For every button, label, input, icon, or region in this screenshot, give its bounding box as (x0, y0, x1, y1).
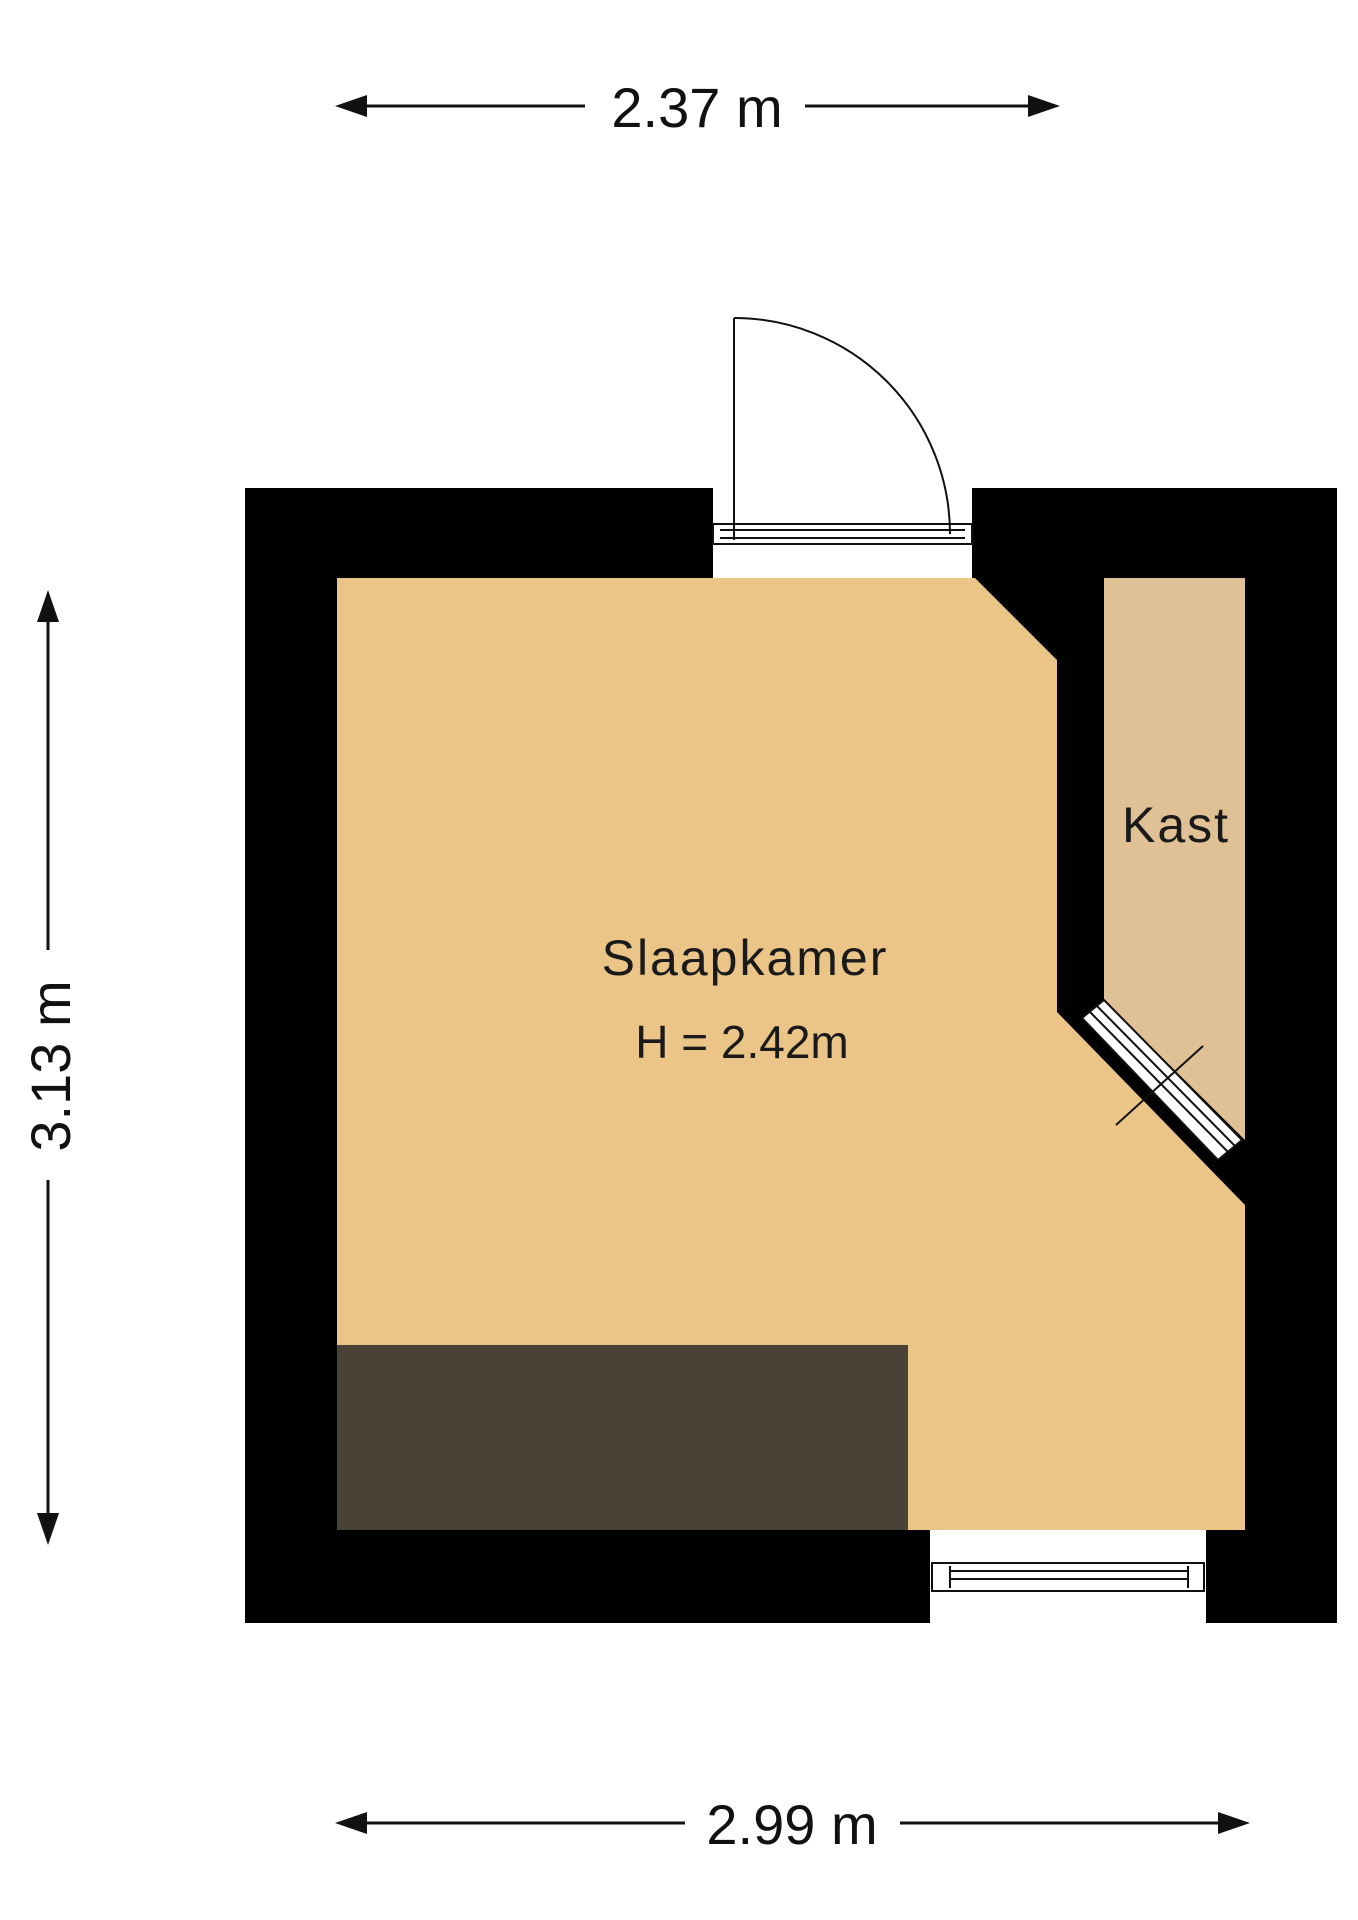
arrow-down-icon (37, 1513, 59, 1545)
left-dimension-label: 3.13 m (19, 980, 82, 1151)
room-height-label: H = 2.42m (635, 1016, 849, 1068)
bed (337, 1345, 908, 1530)
arrow-right-icon (1218, 1812, 1250, 1834)
bottom-dimension-label: 2.99 m (706, 1793, 877, 1856)
floor-kast (1104, 578, 1245, 1140)
arrow-up-icon (37, 590, 59, 622)
floor-slaapkamer (337, 578, 1245, 1530)
left-dimension: 3.13 m (19, 590, 82, 1545)
door-swing-arc (733, 317, 951, 535)
closet-door-line (1089, 1011, 1229, 1153)
closet-door (1080, 998, 1244, 1162)
door-frame (712, 523, 973, 545)
window-frame (931, 1562, 1205, 1592)
window-bottom (931, 1562, 1205, 1592)
closet-door-frame (1080, 998, 1244, 1162)
arrow-left-icon (335, 95, 367, 117)
top-dimension-label: 2.37 m (611, 76, 782, 139)
closet-door-cross (1115, 1045, 1204, 1126)
arrow-right-icon (1028, 95, 1060, 117)
arrow-left-icon (335, 1812, 367, 1834)
door (712, 317, 973, 545)
top-dimension: 2.37 m (335, 76, 1060, 139)
room-name-slaapkamer: Slaapkamer (602, 930, 889, 986)
closet-door-line (1096, 1005, 1236, 1147)
bottom-dimension: 2.99 m (335, 1793, 1250, 1856)
room-name-kast: Kast (1122, 797, 1230, 853)
